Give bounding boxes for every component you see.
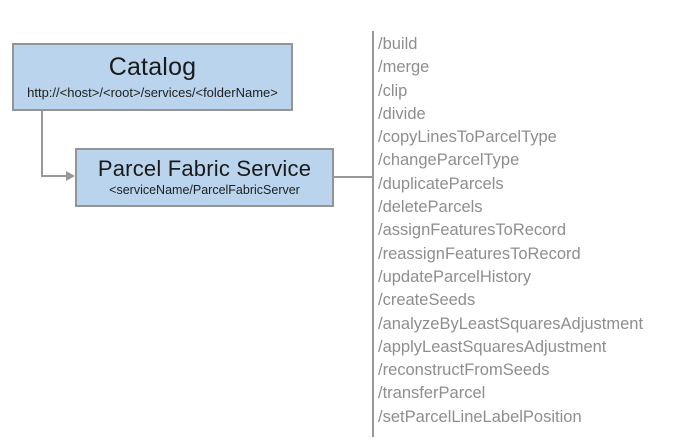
list-item: /transferParcel: [378, 384, 486, 403]
operations-list: /build /merge /clip /divide /copyLinesTo…: [378, 33, 684, 429]
service-title: Parcel Fabric Service: [97, 156, 312, 182]
list-item: /assignFeaturesToRecord: [378, 221, 567, 240]
catalog-url: http://<host>/<root>/services/<folderNam…: [27, 85, 278, 101]
arrowhead-icon: [66, 171, 75, 181]
list-item: /deleteParcels: [378, 198, 483, 217]
list-item: /divide: [378, 104, 426, 123]
list-item: /duplicateParcels: [378, 174, 504, 193]
list-item: /setParcelLineLabelPosition: [378, 407, 582, 426]
list-item: /reconstructFromSeeds: [378, 361, 550, 380]
catalog-title: Catalog: [108, 52, 197, 81]
list-item: /copyLinesToParcelType: [378, 128, 557, 147]
catalog-to-service-vertical-connector: [41, 111, 43, 177]
parcel-fabric-service-node: Parcel Fabric Service <serviceName/Parce…: [75, 148, 334, 207]
list-item: /merge: [378, 58, 430, 77]
list-item: /applyLeastSquaresAdjustment: [378, 337, 607, 356]
list-item: /reassignFeaturesToRecord: [378, 244, 581, 263]
catalog-node: Catalog http://<host>/<root>/services/<f…: [12, 43, 293, 111]
service-to-operations-connector: [334, 176, 373, 178]
list-item: /updateParcelHistory: [378, 267, 532, 286]
catalog-to-service-horizontal-connector: [41, 175, 69, 177]
list-item: /analyzeByLeastSquaresAdjustment: [378, 314, 644, 333]
list-item: /build: [378, 35, 418, 53]
list-item: /changeParcelType: [378, 151, 520, 170]
operations-list-divider: [372, 31, 374, 437]
service-path: <serviceName/ParcelFabricServer: [109, 183, 300, 198]
list-item: /clip: [378, 81, 408, 100]
list-item: /createSeeds: [378, 291, 476, 310]
